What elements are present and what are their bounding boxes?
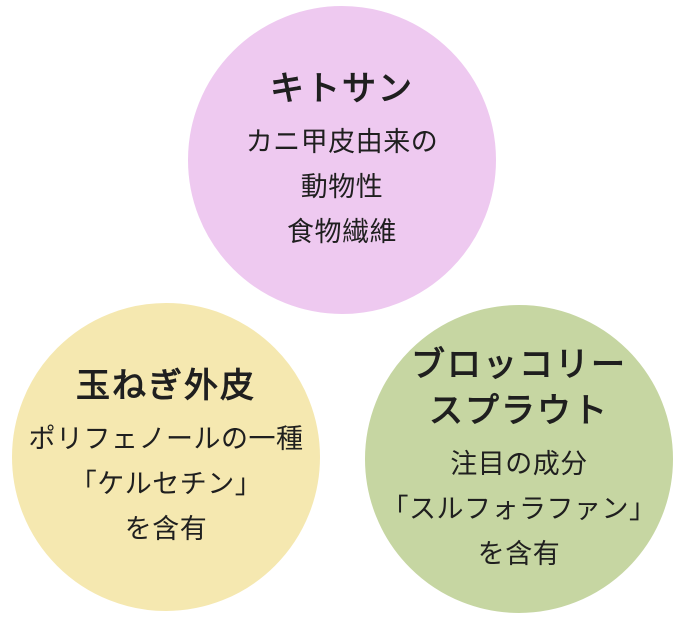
circle-broccoli-sprout: ブロッコリー スプラウト 注目の成分 「スルフォラファン」 を含有 [361, 301, 677, 617]
circle-chitosan-title-line: キトサン [270, 69, 414, 108]
circle-chitosan-text-line: 動物性 [300, 171, 384, 202]
circle-chitosan-text-line: カニ甲皮由来の [245, 126, 439, 157]
circle-broccoli-sprout-text-line: 注目の成分 [450, 448, 588, 479]
circle-broccoli-sprout-title: ブロッコリー スプラウト [411, 342, 627, 434]
circle-onion-skin-title-line: 玉ねぎ外皮 [76, 366, 256, 405]
circle-broccoli-sprout-text-line: 「スルフォラファン」 [381, 493, 657, 524]
circle-broccoli-sprout-title-line: スプラウト [429, 391, 609, 430]
circle-broccoli-sprout-title-line: ブロッコリー [411, 345, 627, 384]
circle-chitosan-text-line: 食物繊維 [287, 216, 397, 247]
circle-onion-skin-title: 玉ねぎ外皮 [76, 363, 256, 409]
circle-chitosan-title: キトサン [270, 66, 414, 112]
circle-onion-skin: 玉ねぎ外皮 ポリフェノールの一種 「ケルセチン」 を含有 [8, 299, 324, 615]
circle-broccoli-sprout-text-line: を含有 [477, 538, 561, 569]
circle-onion-skin-text-line: を含有 [124, 513, 208, 544]
circle-onion-skin-text-line: ポリフェノールの一種 [28, 423, 304, 454]
circle-onion-skin-text-line: 「ケルセチン」 [69, 468, 263, 499]
circle-chitosan: キトサン カニ甲皮由来の 動物性 食物繊維 [184, 2, 500, 318]
